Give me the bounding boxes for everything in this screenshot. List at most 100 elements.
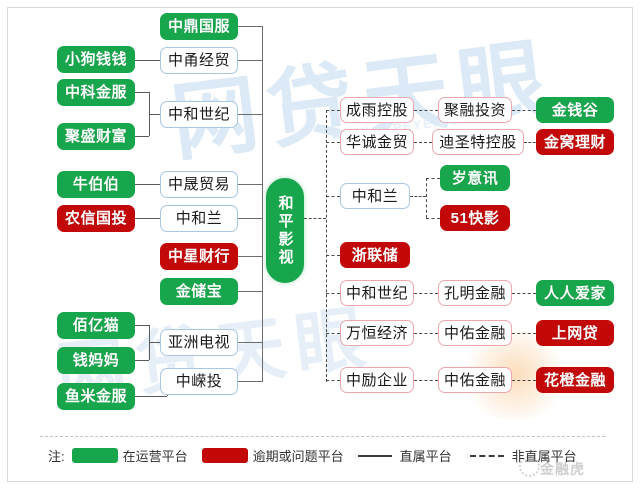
- link-r2-r3-3: [512, 333, 536, 334]
- node-right1-1[interactable]: 华诚金贸: [340, 129, 414, 155]
- node-right1-0[interactable]: 成雨控股: [340, 97, 414, 123]
- node-right3-3[interactable]: 上网贷: [536, 320, 614, 346]
- node-left-4[interactable]: 农信国投: [57, 205, 135, 232]
- node-label: 成雨控股: [345, 101, 408, 119]
- stub-middle-0: [238, 26, 263, 27]
- node-left-7[interactable]: 鱼米金服: [57, 383, 135, 410]
- link-left-5: [135, 396, 167, 397]
- node-middle-7[interactable]: 亚洲电视: [160, 329, 238, 356]
- node-label: 中科金服: [64, 84, 127, 101]
- node-label: 中和兰: [175, 210, 223, 227]
- node-right3-4[interactable]: 花橙金融: [536, 367, 614, 393]
- stub-r1-2: [326, 196, 340, 197]
- legend-line-direct-icon: [357, 454, 392, 457]
- node-label: 聚融投资: [443, 101, 506, 119]
- node-left-0[interactable]: 小狗钱钱: [57, 46, 135, 73]
- legend-indirect-label: 非直属平台: [511, 449, 577, 464]
- node-label: 金储宝: [175, 283, 223, 300]
- node-right2-0[interactable]: 聚融投资: [438, 97, 512, 123]
- stub-middle-7: [238, 342, 263, 343]
- node-label: 中甬经贸: [167, 52, 230, 69]
- node-label: 钱妈妈: [72, 352, 120, 369]
- link-r1-r2-6: [414, 380, 438, 381]
- link-r1-r2-4: [414, 293, 438, 294]
- node-left-6[interactable]: 钱妈妈: [57, 347, 135, 374]
- node-label: 金钱谷: [551, 101, 599, 119]
- node-middle-2[interactable]: 中和世纪: [160, 101, 238, 128]
- node-left-2[interactable]: 聚盛财富: [57, 123, 135, 150]
- node-right3-0[interactable]: 金钱谷: [536, 97, 614, 123]
- node-label: 聚盛财富: [64, 128, 127, 145]
- node-middle-0[interactable]: 中鼎国服: [160, 13, 238, 40]
- node-label: 花橙金融: [543, 371, 606, 389]
- node-right2-6[interactable]: 中佑金融: [438, 367, 512, 393]
- node-right1-2[interactable]: 中和兰: [340, 183, 410, 209]
- node-right2-2[interactable]: 岁意讯: [440, 165, 510, 191]
- node-label: 鱼米金服: [64, 388, 127, 405]
- node-label: 中佑金融: [443, 324, 506, 342]
- node-label: 小狗钱钱: [64, 51, 127, 68]
- link-r2-r3-1: [524, 142, 540, 143]
- link-left-2: [135, 184, 167, 185]
- center-node-heping-yingshi[interactable]: 和平影视: [266, 178, 304, 283]
- stub-r1-3: [326, 255, 340, 256]
- legend-note-label: 注:: [48, 449, 65, 464]
- link-bracket-bottom: [426, 218, 440, 219]
- node-left-1[interactable]: 中科金服: [57, 79, 135, 106]
- legend: 注: 在运营平台 逾期或问题平台 直属平台 非直属平台: [48, 446, 577, 465]
- node-label: 华诚金贸: [345, 133, 408, 151]
- center-to-right-spine: [304, 218, 326, 219]
- node-middle-4[interactable]: 中和兰: [160, 205, 238, 232]
- node-right3-2[interactable]: 人人爱家: [536, 280, 614, 306]
- link-r2-r3-4: [512, 380, 536, 381]
- link-r1-r2-5: [414, 333, 438, 334]
- node-label: 中星财行: [167, 248, 230, 265]
- node-label: 中晟贸易: [167, 176, 230, 193]
- node-middle-1[interactable]: 中甬经贸: [160, 47, 238, 74]
- node-right2-5[interactable]: 中佑金融: [438, 320, 512, 346]
- node-left-3[interactable]: 牛伯伯: [57, 171, 135, 198]
- node-label: 金窝理财: [543, 133, 606, 151]
- node-left-5[interactable]: 佰亿猫: [57, 312, 135, 339]
- node-label: 中和兰: [351, 187, 399, 205]
- legend-swatch-operating: [71, 448, 118, 463]
- node-right1-6[interactable]: 中励企业: [340, 367, 414, 393]
- node-label: 浙联储: [351, 246, 399, 264]
- legend-divider: [40, 436, 605, 437]
- node-right1-3[interactable]: 浙联储: [340, 242, 410, 268]
- node-label: 上网贷: [551, 324, 599, 342]
- link-left-1a: [135, 92, 149, 93]
- stub-middle-5: [238, 256, 263, 257]
- node-label: 中佑金融: [443, 371, 506, 389]
- node-right3-1[interactable]: 金窝理财: [536, 129, 614, 155]
- link-r2-r3-2: [512, 293, 536, 294]
- node-right2-1[interactable]: 迪圣特控股: [432, 129, 524, 155]
- legend-operating-label: 在运营平台: [122, 449, 188, 464]
- stub-r1-1: [326, 142, 340, 143]
- node-label: 迪圣特控股: [439, 133, 517, 151]
- node-middle-6[interactable]: 金储宝: [160, 278, 238, 305]
- node-right1-4[interactable]: 中和世纪: [340, 280, 414, 306]
- spine-vertical: [262, 26, 263, 381]
- legend-line-indirect-icon: [469, 454, 504, 457]
- stub-middle-2: [238, 114, 263, 115]
- node-middle-5[interactable]: 中星财行: [160, 243, 238, 270]
- stub-middle-1: [238, 60, 263, 61]
- stub-r1-0: [326, 110, 340, 111]
- stub-middle-6: [238, 291, 263, 292]
- node-label: 中和世纪: [345, 284, 408, 302]
- right-spine-vertical: [326, 110, 327, 382]
- node-label: 牛伯伯: [72, 176, 120, 193]
- node-middle-3[interactable]: 中晟贸易: [160, 171, 238, 198]
- node-label: 中鼎国服: [167, 18, 230, 35]
- link-left-1c: [149, 114, 167, 115]
- node-right2-4[interactable]: 孔明金融: [438, 280, 512, 306]
- stub-middle-3: [238, 184, 263, 185]
- node-label: 万恒经济: [345, 324, 408, 342]
- node-right2-3[interactable]: 51快影: [440, 205, 510, 231]
- node-middle-8[interactable]: 中嵘投: [160, 368, 238, 395]
- link-left-4c: [149, 342, 167, 343]
- node-label: 中嵘投: [175, 373, 223, 390]
- node-right1-5[interactable]: 万恒经济: [340, 320, 414, 346]
- link-left-0: [135, 60, 167, 61]
